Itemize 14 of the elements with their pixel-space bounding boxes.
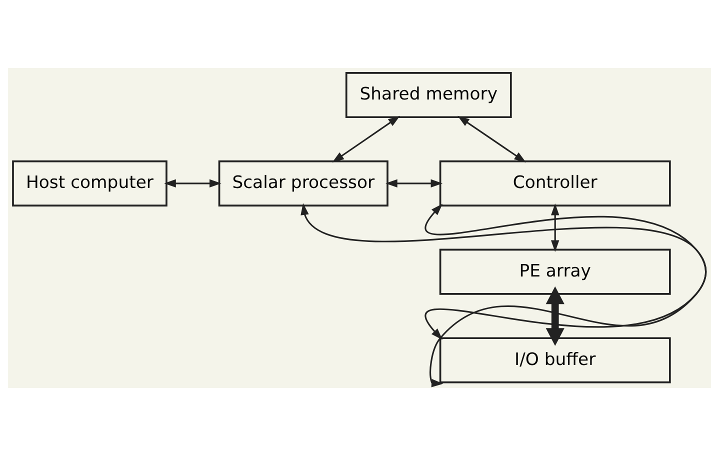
node-box: PE array [439,248,671,294]
arrow [550,202,560,252]
node-box: Scalar processor [218,160,388,206]
arrow [300,202,706,387]
node-box: Host computer [12,160,168,206]
arrow [164,178,222,188]
arrow [458,115,526,162]
arrow [546,286,564,346]
arrow [386,178,443,188]
arrow [426,203,706,340]
node-box: Controller [439,160,671,206]
node-box: I/O buffer [439,336,671,383]
node-box: Shared memory [345,72,512,118]
arrow [332,115,400,162]
